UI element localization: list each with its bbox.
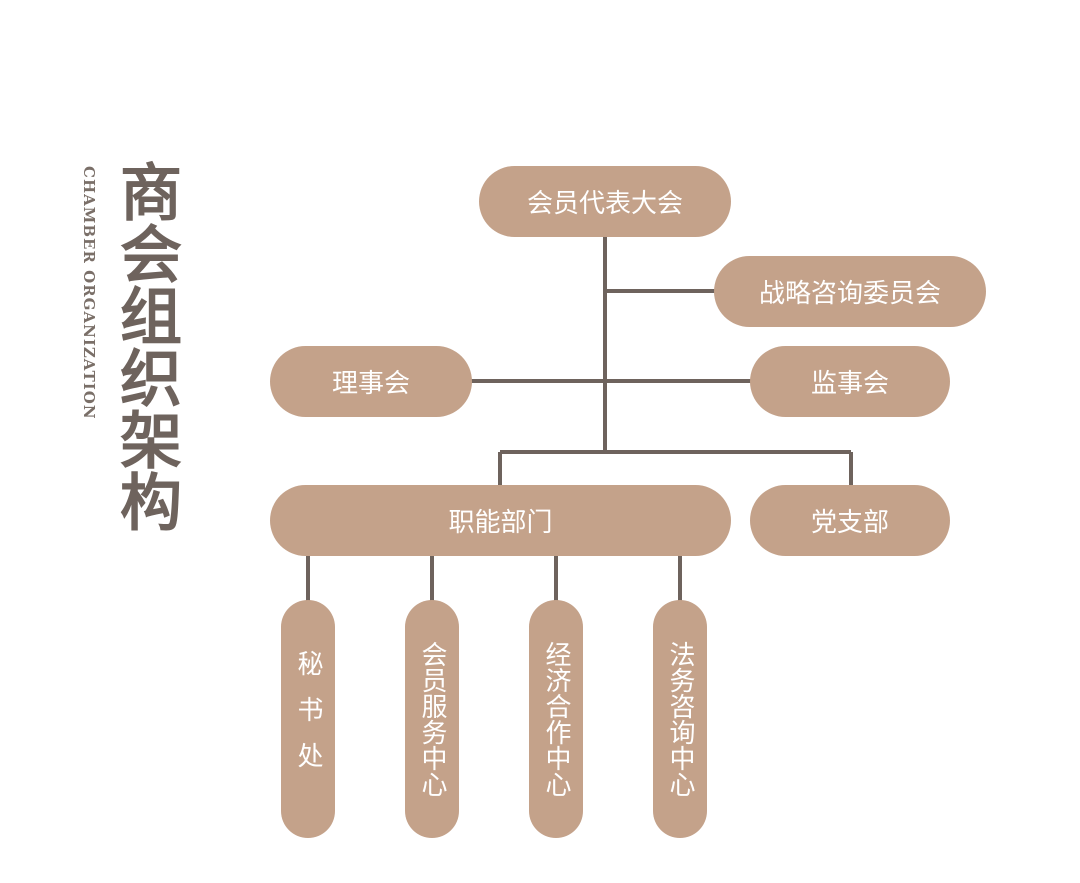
node-economic-cooperation-center: 经济合作中心	[529, 600, 583, 838]
title-chinese: 商会组织架构	[109, 160, 182, 532]
node-member-service-center: 会员服务中心	[405, 600, 459, 838]
node-legal-consulting-center-label: 法务咨询中心	[665, 641, 695, 797]
node-supervisory-board: 监事会	[750, 346, 950, 417]
node-council: 理事会	[270, 346, 472, 417]
node-strategy-committee: 战略咨询委员会	[714, 256, 986, 327]
node-member-service-center-label: 会员服务中心	[417, 641, 447, 797]
title-english: CHAMBER ORGANIZATION	[80, 166, 98, 420]
node-assembly: 会员代表大会	[479, 166, 731, 237]
node-secretariat: 秘书处	[281, 600, 335, 838]
node-secretariat-label: 秘书处	[293, 650, 323, 788]
node-party-branch: 党支部	[750, 485, 950, 556]
node-legal-consulting-center: 法务咨询中心	[653, 600, 707, 838]
node-functional-departments: 职能部门	[270, 485, 731, 556]
node-economic-cooperation-center-label: 经济合作中心	[541, 641, 571, 797]
